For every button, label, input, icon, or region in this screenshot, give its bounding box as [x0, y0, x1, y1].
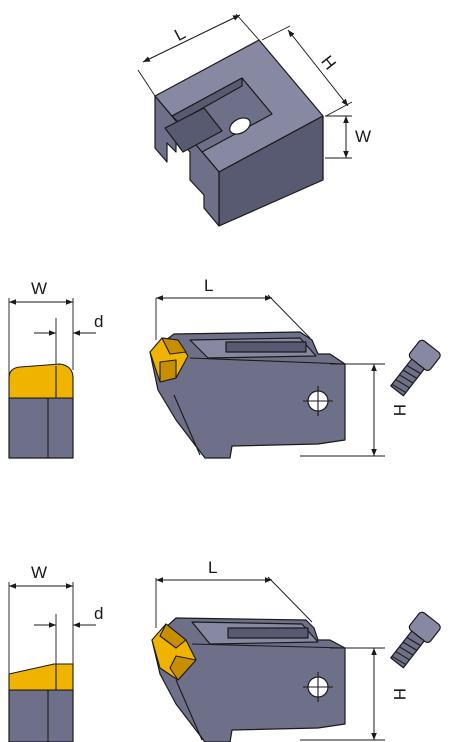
a-end-body — [8, 397, 74, 459]
row-b-clamp-screw — [390, 611, 441, 669]
row-a-clamp-screw — [390, 339, 441, 397]
iso-length-label: L — [171, 24, 188, 45]
row-b-end-view: W d — [8, 563, 103, 742]
b-side-groove — [227, 627, 309, 639]
iso-slot — [164, 107, 223, 153]
b-height-label: H — [390, 688, 409, 700]
b-offset-label: d — [94, 604, 103, 623]
row-b-side-view: L H — [151, 558, 409, 742]
b-width-label: W — [31, 563, 47, 582]
iso-length-dim-line — [142, 14, 241, 63]
row-a-side-view: L H — [149, 276, 409, 459]
iso-screw-hole — [229, 117, 251, 135]
a-length-label: L — [204, 276, 213, 295]
a-side-body — [149, 331, 346, 459]
a-width-label: W — [31, 279, 47, 298]
iso-height-dim-line — [287, 29, 349, 107]
a-screw-shank — [390, 358, 425, 397]
b-screw-shank — [390, 630, 425, 669]
b-side-body — [151, 617, 346, 742]
a-offset-label: d — [94, 312, 103, 331]
iso-recess-wall — [171, 77, 243, 123]
b-end-insert — [8, 663, 74, 691]
b-length-label: L — [208, 558, 217, 577]
a-side-groove — [225, 341, 307, 353]
iso-width-label: W — [355, 127, 371, 146]
isometric-view: L H W — [137, 13, 371, 227]
iso-height-label: H — [317, 52, 340, 73]
b-end-body — [8, 689, 74, 742]
a-end-insert — [8, 363, 74, 399]
a-height-label: H — [390, 404, 409, 416]
row-a-end-view: W d — [8, 279, 103, 459]
